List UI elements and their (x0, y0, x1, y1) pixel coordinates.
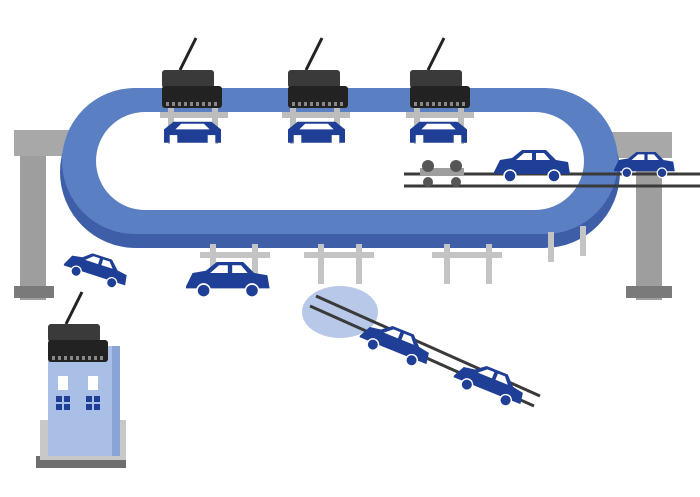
wireless-data-logger-icon (410, 38, 470, 108)
car-icon (62, 246, 132, 292)
wireless-data-logger-icon (162, 38, 222, 108)
car-icon (451, 356, 529, 411)
car-icon (288, 122, 345, 145)
wireless-data-logger-icon (48, 292, 108, 362)
car-icon (164, 122, 221, 145)
building-icon (36, 346, 126, 468)
wireless-data-logger-icon (288, 38, 348, 108)
car-icon (410, 122, 467, 145)
